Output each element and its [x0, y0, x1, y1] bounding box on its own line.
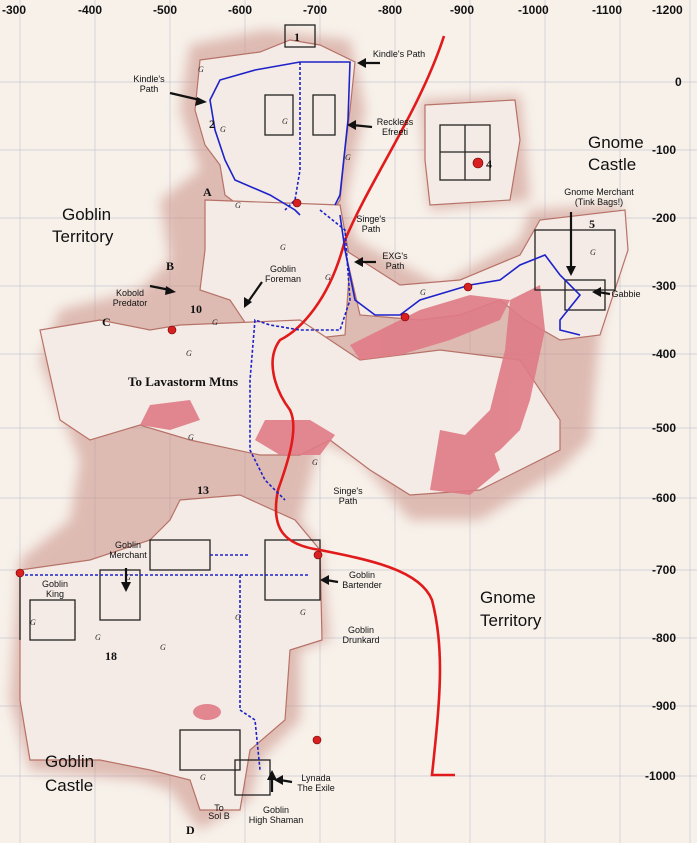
tick-top: -900	[450, 3, 474, 17]
region-goblin-territory: Goblin	[62, 205, 111, 224]
marker-D: D	[186, 823, 195, 837]
region-gnome-castle: Castle	[588, 155, 636, 174]
marker-1: 1	[294, 30, 300, 44]
region-gnome-territory: Gnome	[480, 588, 536, 607]
callout-arrows	[121, 58, 611, 792]
marker-13: 13	[197, 483, 209, 497]
marker-B: B	[166, 259, 174, 273]
tick-right: -600	[652, 491, 676, 505]
mob-glyph: G	[312, 458, 318, 467]
mob-glyph: G	[282, 117, 288, 126]
label-gnome-merchant: Gnome Merchant(Tink Bags!)	[564, 187, 634, 207]
region-gnome-castle: Gnome	[588, 133, 644, 152]
tick-right: -900	[652, 699, 676, 713]
region-gnome-territory: Territory	[480, 611, 542, 630]
tick-top: -500	[153, 3, 177, 17]
tick-top: -400	[78, 3, 102, 17]
marker-5: 5	[589, 217, 595, 231]
marker-10: 10	[190, 302, 202, 316]
marker-A: A	[203, 185, 212, 199]
region-goblin-territory: Territory	[52, 227, 114, 246]
cave-floor	[19, 39, 629, 811]
marker-C: C	[102, 315, 111, 329]
mob-glyph: G	[300, 608, 306, 617]
tick-top: -1200	[652, 3, 683, 17]
tick-right: -800	[652, 631, 676, 645]
mob-glyphs: G G G G G G G G G G G G G G G G G G G G	[30, 65, 596, 782]
mob-glyph: G	[220, 125, 226, 134]
marker-2: 2	[209, 117, 215, 131]
tick-top: -800	[378, 3, 402, 17]
mob-glyph: G	[420, 288, 426, 297]
mob-glyph: G	[235, 201, 241, 210]
lava	[140, 285, 545, 720]
mob-glyph: G	[280, 243, 286, 252]
mob-glyph: G	[325, 273, 331, 282]
tick-top: -1100	[592, 3, 622, 17]
territory-border	[271, 35, 455, 777]
mob-glyph: G	[235, 613, 241, 622]
lavastorm-label: To Lavastorm Mtns	[128, 374, 238, 389]
mob-glyph: G	[95, 633, 101, 642]
tick-right: -400	[652, 347, 676, 361]
tick-top: -300	[2, 3, 26, 17]
mob-glyph: G	[30, 618, 36, 627]
tick-top: -1000	[518, 3, 549, 17]
mob-glyph: G	[186, 349, 192, 358]
cave-walls	[19, 24, 616, 796]
zone-markers: 1 2 4 5 10 13 18 A B C D	[102, 30, 595, 837]
marker-4: 4	[486, 157, 492, 171]
right-axis: 0 -100 -200 -300 -400 -500 -600 -700 -80…	[645, 75, 682, 783]
mob-glyph: G	[590, 248, 596, 257]
tick-right: -300	[652, 279, 676, 293]
region-labels: Goblin Territory Gnome Castle Gnome Terr…	[45, 133, 644, 795]
tick-right: -200	[652, 211, 676, 225]
mob-glyph: G	[188, 433, 194, 442]
tick-top: -700	[303, 3, 327, 17]
travel-paths	[20, 61, 582, 771]
top-axis: -300 -400 -500 -600 -700 -800 -900 -1000…	[2, 3, 683, 17]
mob-glyph: G	[200, 773, 206, 782]
marker-18: 18	[105, 649, 117, 663]
tick-top: -600	[228, 3, 252, 17]
mob-glyph: G	[125, 573, 131, 582]
mob-glyph: G	[160, 643, 166, 652]
red-markers	[15, 157, 484, 745]
region-goblin-castle: Goblin	[45, 752, 94, 771]
mob-glyph: G	[198, 65, 204, 74]
tick-right: -500	[652, 421, 676, 435]
label-kindles-path: Kindle's Path	[373, 49, 425, 59]
mob-glyph: G	[345, 153, 351, 162]
region-goblin-castle: Castle	[45, 776, 93, 795]
tick-right: -100	[652, 143, 676, 157]
label-gabbie: Gabbie	[611, 289, 640, 299]
tick-right: -700	[652, 563, 676, 577]
mob-glyph: G	[212, 318, 218, 327]
tick-right: 0	[675, 75, 682, 89]
tick-right: -1000	[645, 769, 676, 783]
